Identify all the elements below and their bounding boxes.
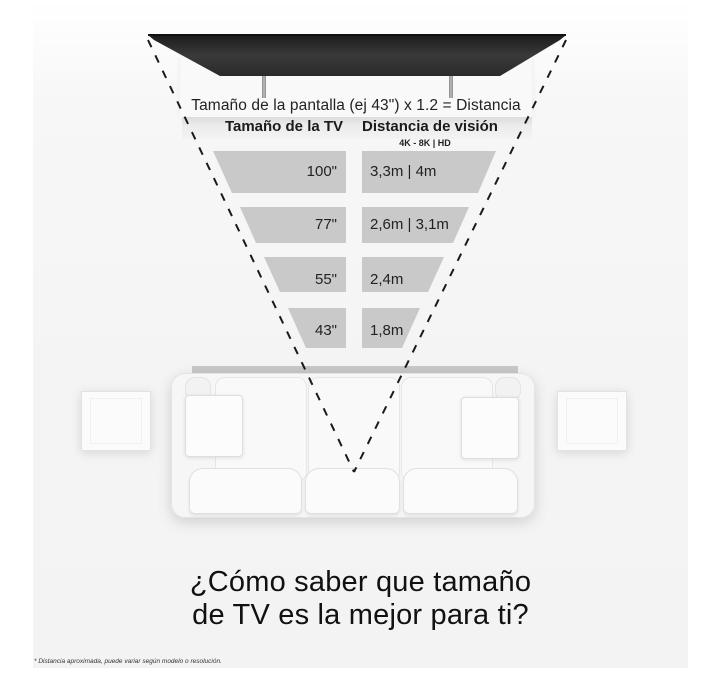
size-value-row-2: 77" [314,216,337,233]
pillow-left [185,395,243,457]
tv-stand-right [449,76,453,98]
table-header-band [182,117,532,139]
resolution-label: 4K - 8K | HD [399,138,451,148]
size-value-row-3: 55" [314,271,337,288]
footnote: * Distancia aproximada, puede variar seg… [34,658,222,665]
seat-cushion-left [189,468,302,514]
size-value-row-1: 100" [306,163,337,180]
headline-line-2: de TV es la mejor para ti? [192,599,529,631]
column-header-size: Tamaño de la TV [224,118,344,135]
column-header-distance: Distancia de visión [362,118,498,135]
sofa-back-bar [192,366,518,373]
distance-value-row-3: 2,4m [370,271,404,288]
distance-value-row-4: 1,8m [370,322,404,339]
size-value-row-4: 43" [314,322,337,339]
distance-formula: Tamaño de la pantalla (ej 43") x 1.2 = D… [191,97,521,114]
side-table-right [557,391,627,451]
seat-cushion-right [403,468,518,514]
seat-cushion-middle [305,468,400,514]
side-table-left [81,391,151,451]
pillow-right [461,397,519,459]
tv-stand-left [262,76,266,98]
headline-line-1: ¿Cómo saber que tamaño [189,566,532,598]
distance-value-row-1: 3,3m | 4m [370,163,437,180]
distance-value-row-2: 2,6m | 3,1m [370,216,449,233]
tv-icon [148,34,566,76]
sofa-illustration [171,373,535,518]
tv-illustration [148,34,566,78]
